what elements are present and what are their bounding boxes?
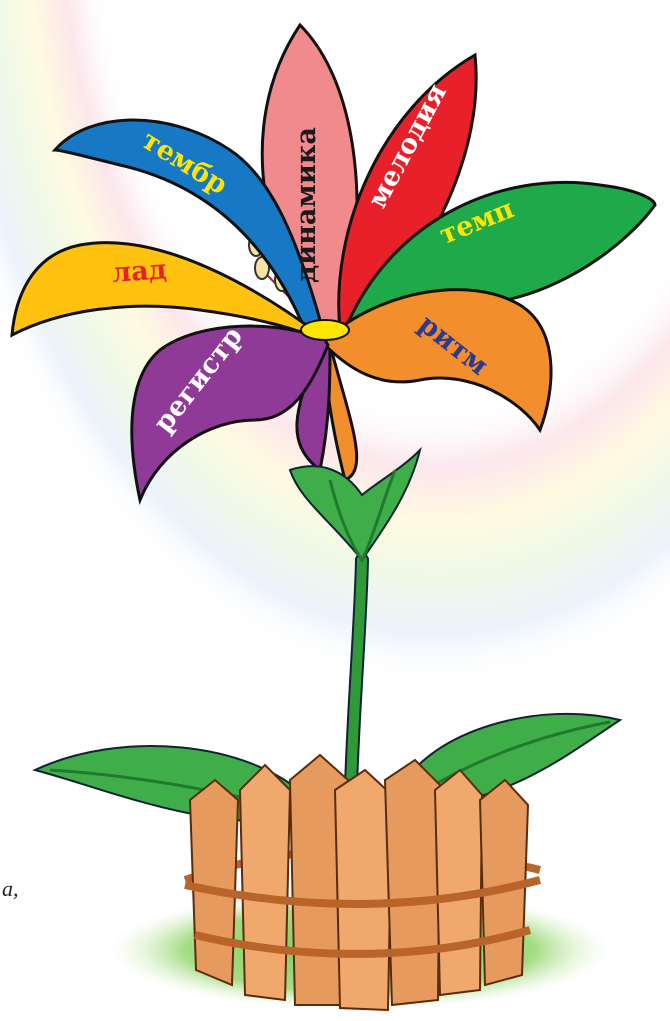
flower-center [301,320,349,340]
label-mode: лад [111,254,168,289]
label-dynamics: динамика [291,127,322,283]
margin-text-fragment: а, [2,876,19,901]
